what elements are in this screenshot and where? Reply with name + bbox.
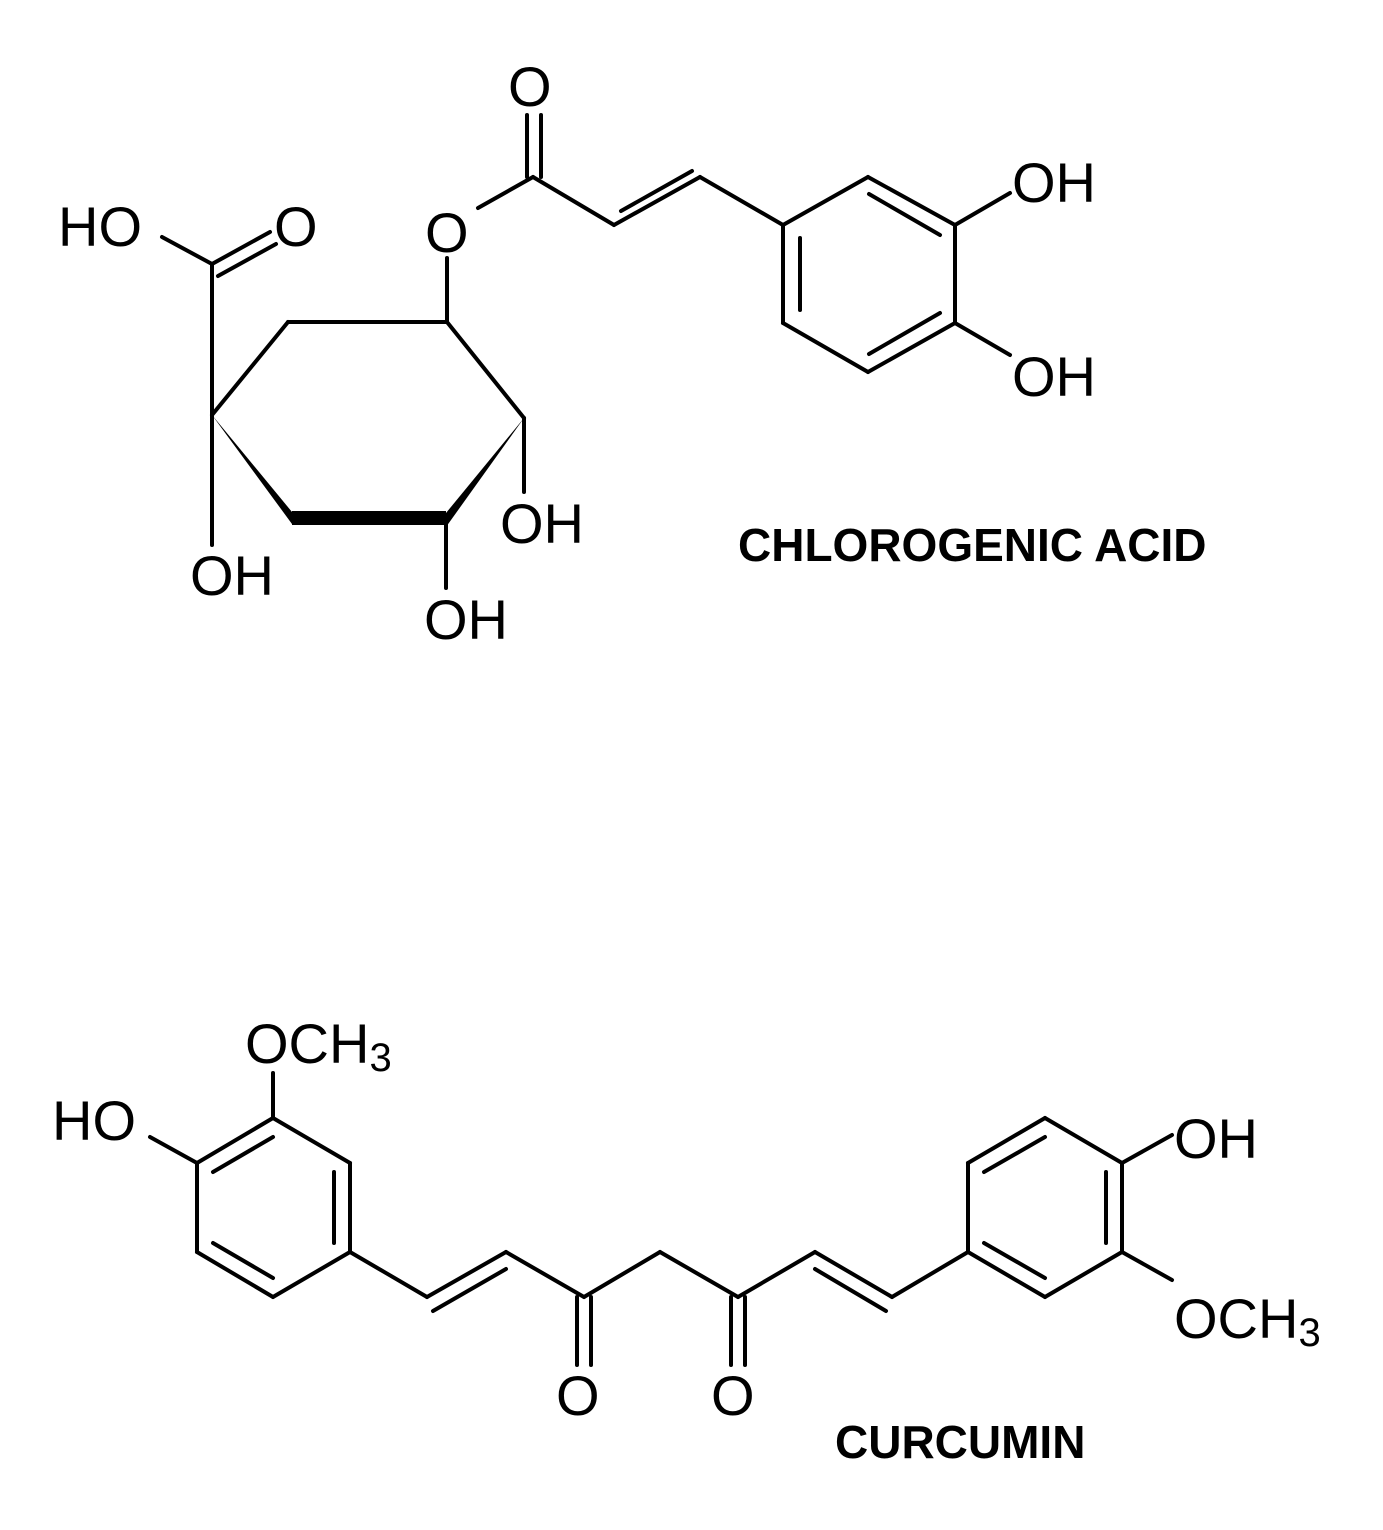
- bond: [210, 320, 290, 417]
- bond: [160, 235, 214, 266]
- atom-label-och3: OCH3: [245, 1012, 392, 1080]
- atom-label-oh: OH: [190, 544, 274, 607]
- bond: [216, 242, 278, 278]
- atom-label-o: O: [508, 55, 552, 118]
- bond: [425, 1250, 508, 1299]
- bond: [982, 1135, 1047, 1174]
- bond: [619, 169, 694, 213]
- atom-label-och3: OCH3: [1174, 1287, 1321, 1355]
- bond: [210, 230, 272, 266]
- bond: [211, 1241, 275, 1280]
- bond: [953, 191, 1012, 227]
- atom-label-ho: HO: [52, 1089, 136, 1152]
- bond: [1043, 1250, 1124, 1299]
- bond: [348, 1250, 429, 1299]
- bond: [867, 311, 942, 356]
- bond: [698, 175, 785, 227]
- bond: [431, 1267, 508, 1313]
- bond: [966, 1116, 1047, 1165]
- bond: [966, 1250, 1047, 1299]
- bond: [271, 1116, 352, 1165]
- subscript: 3: [369, 1036, 391, 1080]
- bond: [866, 175, 957, 227]
- bond: [271, 1250, 352, 1299]
- curcumin-structure: OCH3 HO OH OCH3 O O: [52, 1012, 1321, 1427]
- atom-label-o: O: [425, 201, 469, 264]
- bond: [866, 321, 957, 374]
- bond: [476, 175, 535, 210]
- bond: [1120, 1133, 1174, 1165]
- bond: [1120, 1250, 1174, 1282]
- bond: [445, 320, 526, 420]
- bond: [982, 1241, 1047, 1280]
- wedge-bond: [446, 418, 524, 527]
- subscript: 3: [1298, 1311, 1320, 1355]
- bond: [148, 1135, 199, 1165]
- bond: [531, 175, 616, 227]
- bond: [953, 321, 1012, 357]
- atom-label-o: O: [711, 1364, 755, 1427]
- bond: [813, 1267, 888, 1313]
- wedge-bond: [212, 415, 292, 524]
- chlorogenic-acid-structure: HO O O O OH OH OH OH OH: [58, 55, 1096, 651]
- atom-label-oh: OH: [1012, 151, 1096, 214]
- bond: [504, 1250, 586, 1299]
- bond: [813, 1250, 894, 1299]
- bond: [736, 1250, 817, 1299]
- compound-name-chlorogenic-acid: CHLOROGENIC ACID: [738, 519, 1207, 571]
- bond: [582, 1250, 662, 1299]
- atom-label-oh: OH: [424, 588, 508, 651]
- compound-name-curcumin: CURCUMIN: [835, 1416, 1086, 1468]
- bond: [195, 1250, 275, 1299]
- atom-label-ho: HO: [58, 195, 142, 258]
- bond: [612, 175, 702, 227]
- atom-label-oh: OH: [1012, 345, 1096, 408]
- bond: [211, 1135, 275, 1174]
- bond: [781, 175, 870, 227]
- bond: [658, 1250, 740, 1299]
- atom-label-och: OCH: [245, 1012, 369, 1075]
- bond: [867, 192, 942, 237]
- atom-label-oh: OH: [500, 492, 584, 555]
- bond: [195, 1116, 275, 1165]
- atom-label-och: OCH: [1174, 1287, 1298, 1350]
- bond: [781, 321, 870, 374]
- bond: [890, 1250, 970, 1299]
- atom-label-o: O: [556, 1364, 600, 1427]
- atom-label-oh: OH: [1174, 1107, 1258, 1170]
- bond: [1043, 1116, 1124, 1165]
- atom-label-o: O: [274, 195, 318, 258]
